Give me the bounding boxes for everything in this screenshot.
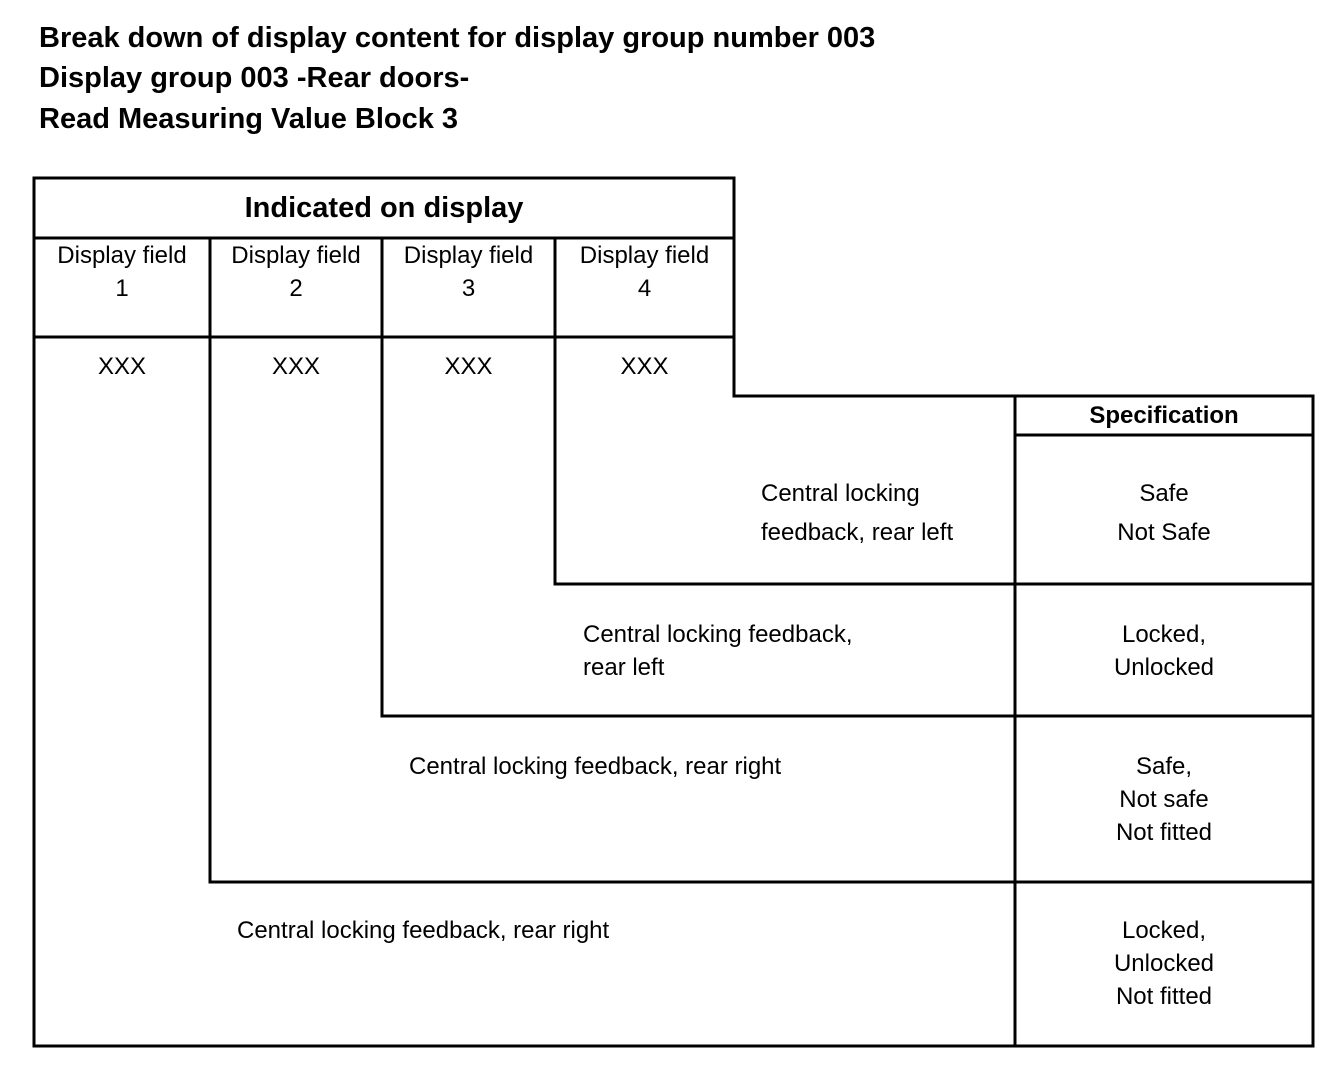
row-2-description-line-2: rear left <box>583 654 665 681</box>
field-4-value: XXX <box>620 353 669 380</box>
field-3-label: Display field <box>403 242 534 269</box>
row-1-description-line-2: feedback, rear left <box>761 519 954 546</box>
field-3-header: Display field 3 <box>382 239 555 305</box>
field-1-header: Display field 1 <box>34 239 210 305</box>
row-2-specification: Locked, Unlocked <box>1015 618 1313 684</box>
field-2-header: Display field 2 <box>210 239 382 305</box>
field-2-value: XXX <box>271 353 321 380</box>
row-2-description: Central locking feedback, rear left <box>583 618 852 684</box>
row-4-specification: Locked, Unlocked Not fitted <box>1015 914 1313 1013</box>
field-1-label: Display field <box>57 242 187 269</box>
row-3-spec-line-1: Safe, <box>1135 753 1193 780</box>
row-4-description-line-1: Central locking feedback, rear right <box>237 917 610 944</box>
row-3-specification: Safe, Not safe Not fitted <box>1015 750 1313 849</box>
field-4-label: Display field <box>579 242 710 269</box>
field-1-number: 1 <box>115 275 129 302</box>
field-2-number: 2 <box>289 275 303 302</box>
row-3-spec-line-2: Not safe <box>1119 786 1209 813</box>
row-3-description: Central locking feedback, rear right <box>409 750 781 783</box>
field-2-label: Display field <box>231 242 361 269</box>
row-4-description: Central locking feedback, rear right <box>237 914 609 947</box>
row-4-spec-line-2: Unlocked <box>1113 950 1215 977</box>
row-4-spec-line-1: Locked, <box>1121 917 1207 944</box>
row-1-description: Central locking feedback, rear left <box>761 474 953 552</box>
field-3-number: 3 <box>461 275 476 302</box>
display-group-title: Display group 003 -Rear doors- <box>39 62 470 94</box>
row-2-spec-line-2: Unlocked <box>1113 654 1215 681</box>
row-2-description-line-1: Central locking feedback, <box>583 621 853 648</box>
field-4-number: 4 <box>637 275 652 302</box>
indicated-on-display-header: Indicated on display <box>244 192 524 224</box>
measuring-block-title: Read Measuring Value Block 3 <box>39 103 459 135</box>
row-1-spec-line-1: Safe <box>1139 480 1189 507</box>
field-1-value: XXX <box>97 353 147 380</box>
row-2-spec-line-1: Locked, <box>1121 621 1207 648</box>
row-1-specification: Safe Not Safe <box>1015 474 1313 552</box>
field-4-header: Display field 4 <box>555 239 734 305</box>
row-3-spec-line-3: Not fitted <box>1115 819 1213 846</box>
row-4-spec-line-3: Not fitted <box>1115 983 1213 1010</box>
row-3-description-line-1: Central locking feedback, rear right <box>409 753 782 780</box>
page-title: Break down of display content for displa… <box>39 22 876 54</box>
specification-header: Specification <box>1089 402 1239 429</box>
row-1-description-line-1: Central locking <box>761 480 920 507</box>
field-3-value: XXX <box>444 353 493 380</box>
row-1-spec-line-2: Not Safe <box>1117 519 1211 546</box>
